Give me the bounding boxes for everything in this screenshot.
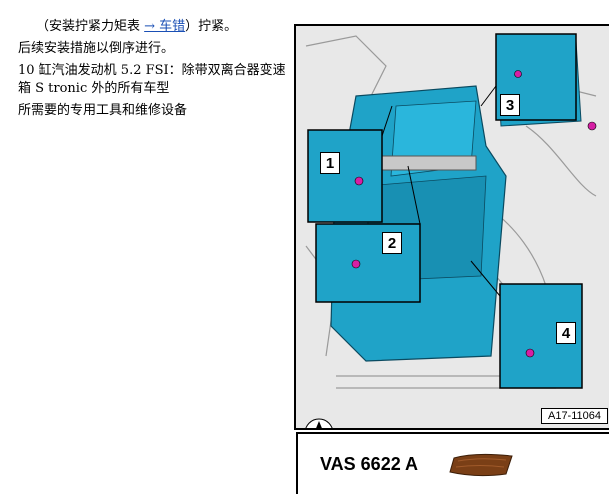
bolt-highlight-4 — [525, 348, 535, 358]
tools-heading: 所需要的专用工具和维修设备 — [18, 103, 188, 118]
callout-2: 2 — [382, 232, 402, 254]
callout-1: 1 — [320, 152, 340, 174]
reverse-install-note: 后续安装措施以倒序进行。 — [18, 41, 175, 56]
tool-label: VAS 6622 A — [320, 454, 419, 474]
torque-table-link[interactable]: → 车错 — [144, 19, 186, 34]
torque-line: （安装拧紧力矩表 → 车错）拧紧。 — [18, 18, 288, 36]
bolt-highlight-3 — [514, 70, 522, 78]
instruction-text: （安装拧紧力矩表 → 车错）拧紧。 后续安装措施以倒序进行。 10 缸汽油发动机… — [18, 18, 288, 124]
figure-id: A17-11064 — [540, 408, 608, 424]
engine-section-title: 10 缸汽油发动机 5.2 FSI：除带双离合器变速箱 S tronic 外的所… — [18, 63, 286, 96]
callout-4: 4 — [556, 322, 576, 344]
callout-3: 3 — [500, 94, 520, 116]
bolt-highlight-2 — [351, 259, 361, 269]
tool-shape-icon — [446, 452, 516, 482]
special-tool-box: VAS 6622 A — [296, 432, 609, 494]
torque-prefix: （安装拧紧力矩表 — [36, 19, 145, 34]
detail-inset-1 — [307, 129, 383, 223]
torque-suffix: ）拧紧。 — [185, 19, 238, 34]
engine-figure: 1 2 3 4 A17-11064 — [294, 24, 609, 430]
bolt-highlight-1 — [354, 176, 364, 186]
bolt-highlight-5 — [587, 121, 597, 131]
detail-inset-2 — [315, 223, 421, 303]
engine-illustration — [296, 26, 609, 428]
